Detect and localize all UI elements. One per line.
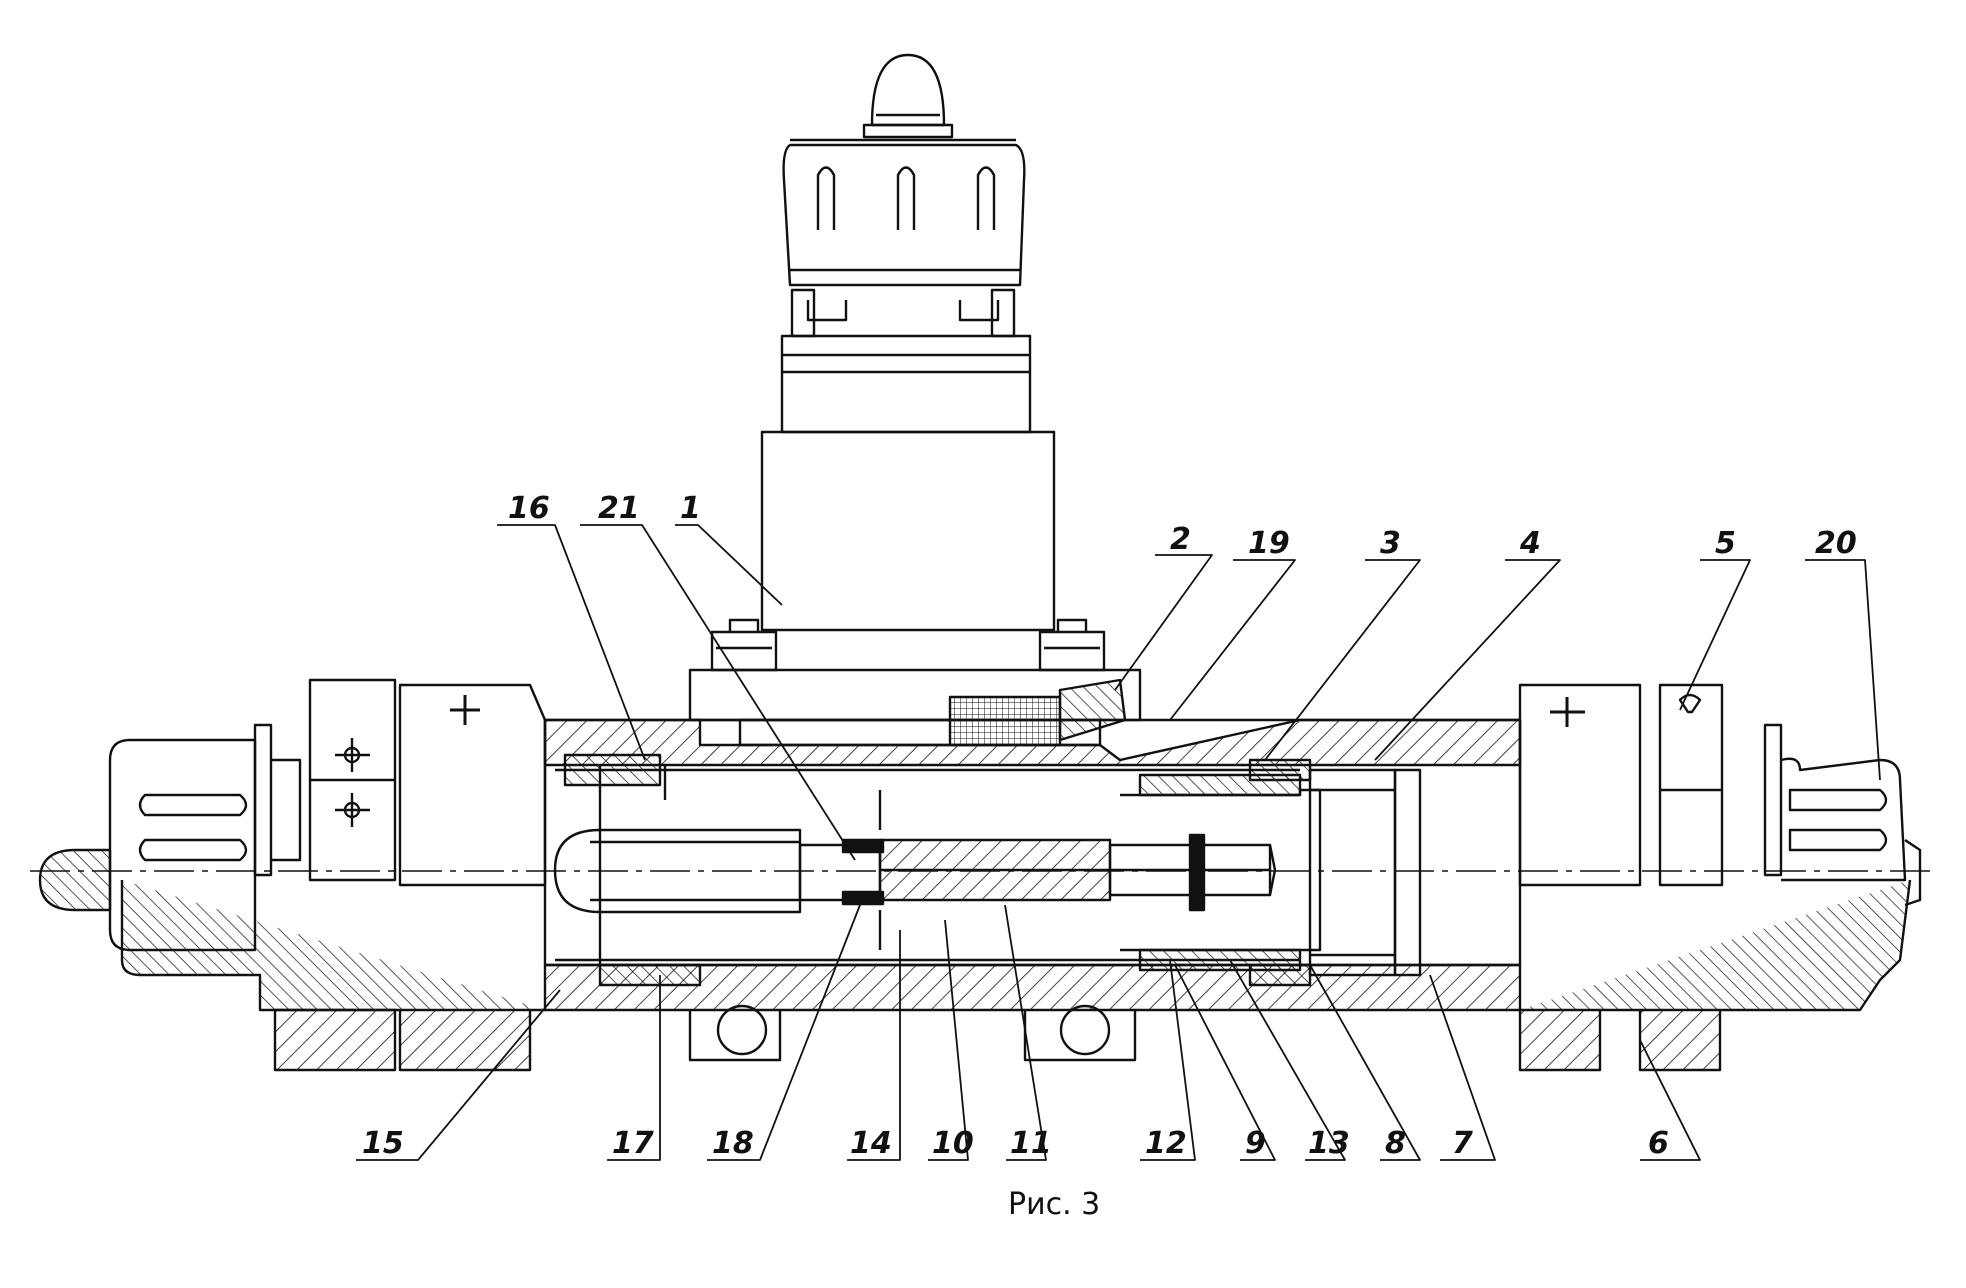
callout-8: 8 [1385, 1126, 1406, 1161]
callout-4: 4 [1519, 526, 1541, 561]
callout-6: 6 [1648, 1126, 1669, 1161]
callout-16: 16 [508, 491, 550, 526]
callout-9: 9 [1245, 1126, 1266, 1161]
main-body [120, 718, 1912, 1072]
callout-19: 19 [1248, 526, 1290, 561]
right-end-fitting [1518, 683, 1922, 907]
callout-7: 7 [1452, 1126, 1473, 1161]
callout-5: 5 [1715, 526, 1736, 561]
callout-10: 10 [932, 1126, 974, 1161]
inner-bore [553, 753, 1422, 987]
figure-caption: Рис. 3 [1008, 1187, 1100, 1222]
callout-13: 13 [1308, 1126, 1350, 1161]
callout-11: 11 [1010, 1126, 1052, 1161]
callout-12: 12 [1145, 1126, 1187, 1161]
callout-17: 17 [612, 1126, 654, 1161]
callout-3: 3 [1380, 526, 1401, 561]
left-end-fitting [38, 678, 547, 952]
leader-lines [356, 524, 1881, 1161]
callout-14: 14 [850, 1126, 892, 1161]
callout-18: 18 [712, 1126, 754, 1161]
callout-labels: 16 21 1 2 19 3 4 5 20 15 17 18 14 10 11 … [362, 491, 1857, 1161]
drawing-lines [30, 53, 1930, 1161]
callout-21: 21 [598, 491, 640, 526]
callout-15: 15 [362, 1126, 404, 1161]
top-actuator [688, 53, 1142, 747]
callout-1: 1 [680, 491, 701, 526]
callout-2: 2 [1170, 522, 1191, 557]
callout-20: 20 [1815, 526, 1857, 561]
